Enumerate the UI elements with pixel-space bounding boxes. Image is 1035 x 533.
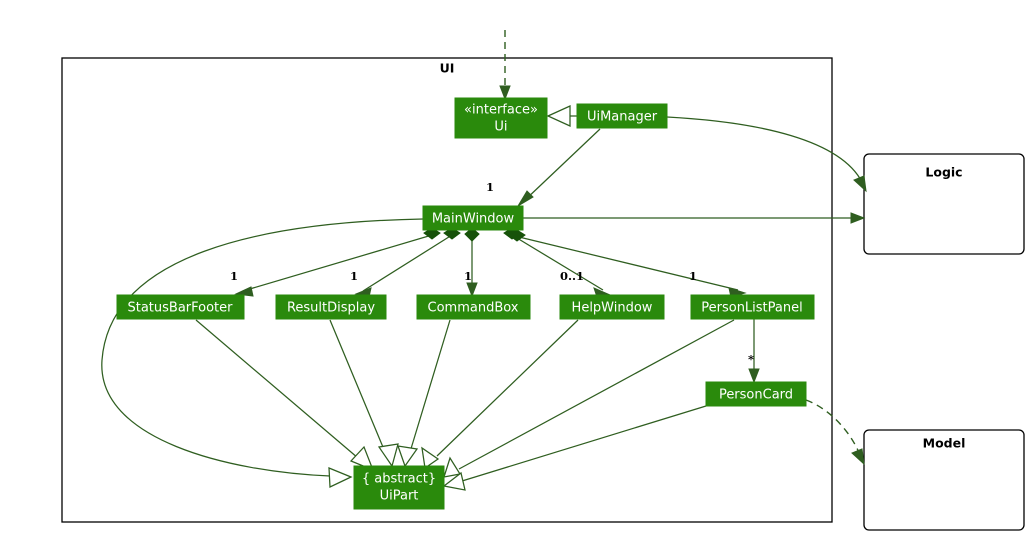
edge-external-to-ui-interface	[499, 30, 511, 101]
multiplicity-personcard: *	[748, 352, 754, 366]
class-helpwindow-rect[interactable]	[559, 294, 665, 320]
class-uipart-name: UiPart	[380, 489, 419, 504]
edge-mainwindow-extends-uipart	[101, 218, 424, 488]
edge-realization-triangle	[546, 105, 571, 127]
edge-uimanager-logic-arrowhead	[853, 175, 867, 193]
class-personcard-name: PersonCard	[719, 388, 793, 403]
edge-pc-model-line	[805, 399, 861, 456]
edge-cb-uipart-line	[409, 319, 451, 453]
class-ui-interface-rect[interactable]	[454, 97, 548, 139]
edge-mainwindow-logic-arrowhead	[850, 212, 866, 224]
edge-uimanager-realizes-ui	[546, 105, 577, 127]
edge-pc-uipart-line	[461, 405, 707, 482]
class-ui-interface-stereotype: «interface»	[464, 103, 538, 118]
multiplicity-statusbarfooter: 1	[230, 269, 238, 283]
edge-rd-uipart-line	[329, 319, 386, 453]
edge-mw-rd-diamond	[443, 227, 461, 240]
edge-personlistpanel-extends-uipart	[443, 319, 735, 478]
class-personlistpanel-name: PersonListPanel	[701, 301, 802, 316]
edge-uimanager-logic-line	[666, 116, 863, 183]
class-ui-interface[interactable]: «interface» Ui	[454, 97, 548, 139]
edge-personlistpanel-to-personcard	[748, 319, 760, 384]
class-uimanager-rect[interactable]	[576, 103, 668, 129]
class-personlistpanel[interactable]: PersonListPanel	[690, 294, 815, 320]
edge-mainwindow-to-logic	[523, 212, 866, 224]
class-resultdisplay[interactable]: ResultDisplay	[275, 294, 387, 320]
class-resultdisplay-rect[interactable]	[275, 294, 387, 320]
edge-mw-plp-diamond	[508, 229, 526, 242]
edge-rd-uipart-triangle	[377, 443, 399, 468]
class-personcard[interactable]: PersonCard	[705, 381, 807, 407]
edge-plp-uipart-triangle	[443, 456, 462, 478]
edge-statusbarfooter-extends-uipart	[195, 319, 375, 472]
edge-mainwindow-to-personlistpanel	[508, 229, 747, 298]
class-commandbox-rect[interactable]	[416, 294, 531, 320]
edge-personcard-extends-uipart	[442, 405, 707, 491]
edge-uimanager-mainwindow-line	[523, 128, 601, 202]
class-statusbarfooter[interactable]: StatusBarFooter	[116, 294, 245, 320]
class-uipart-rect[interactable]	[353, 465, 445, 510]
edge-sbf-uipart-line	[195, 319, 359, 459]
edge-cb-uipart-triangle	[397, 445, 419, 468]
class-uimanager[interactable]: UiManager	[576, 103, 668, 129]
multiplicity-helpwindow: 0..1	[560, 269, 584, 283]
edge-external-to-ui-arrowhead	[499, 85, 511, 101]
class-commandbox[interactable]: CommandBox	[416, 294, 531, 320]
class-personlistpanel-rect[interactable]	[690, 294, 815, 320]
edge-mw-hw-line	[511, 234, 604, 291]
multiplicity-uimanager-mainwindow: 1	[486, 180, 494, 194]
edge-uimanager-mainwindow-arrowhead	[517, 190, 534, 207]
multiplicity-personlistpanel: 1	[689, 269, 697, 283]
edge-mw-plp-line	[518, 236, 739, 291]
edge-pc-uipart-triangle	[442, 471, 466, 491]
package-model-label: Model	[923, 436, 966, 451]
package-logic: Logic	[863, 153, 1025, 255]
class-personcard-rect[interactable]	[705, 381, 807, 407]
package-model: Model	[863, 429, 1025, 531]
class-statusbarfooter-rect[interactable]	[116, 294, 245, 320]
edge-resultdisplay-extends-uipart	[329, 319, 399, 468]
edge-hw-uipart-line	[436, 319, 579, 457]
edge-mw-uipart-line	[101, 218, 424, 477]
edge-hw-uipart-triangle	[421, 446, 440, 470]
edge-uimanager-to-mainwindow	[517, 128, 601, 207]
edge-mw-cb-arrowhead	[466, 282, 478, 298]
class-mainwindow-rect[interactable]	[422, 205, 524, 231]
edge-mw-cb-diamond	[464, 227, 480, 242]
package-ui-border	[61, 57, 833, 523]
class-ui-interface-name: Ui	[494, 120, 507, 135]
class-mainwindow-name: MainWindow	[432, 212, 515, 227]
edge-plp-uipart-line	[458, 319, 735, 470]
edge-pc-model-arrowhead	[851, 448, 865, 466]
class-commandbox-name: CommandBox	[428, 301, 519, 316]
edge-mw-uipart-triangle	[328, 467, 353, 488]
class-helpwindow-name: HelpWindow	[572, 301, 653, 316]
edge-mainwindow-to-commandbox	[464, 227, 480, 298]
multiplicity-commandbox: 1	[464, 269, 472, 283]
package-model-border	[863, 429, 1025, 531]
edge-mw-rd-line	[362, 234, 453, 292]
class-statusbarfooter-name: StatusBarFooter	[127, 301, 233, 316]
class-uipart[interactable]: { abstract} UiPart	[353, 465, 445, 510]
class-uimanager-name: UiManager	[587, 110, 658, 125]
multiplicity-resultdisplay: 1	[350, 269, 358, 283]
class-helpwindow[interactable]: HelpWindow	[559, 294, 665, 320]
edge-mainwindow-to-resultdisplay	[354, 227, 461, 298]
package-logic-label: Logic	[925, 165, 962, 180]
class-resultdisplay-name: ResultDisplay	[287, 301, 375, 316]
package-logic-border	[863, 153, 1025, 255]
edge-helpwindow-extends-uipart	[421, 319, 579, 470]
edge-mw-sbf-diamond	[423, 227, 441, 240]
class-mainwindow[interactable]: MainWindow	[422, 205, 524, 231]
package-ui-label: UI	[440, 61, 455, 76]
edge-mw-sbf-line	[242, 234, 433, 292]
edge-personcard-to-model	[805, 399, 865, 466]
package-ui: UI	[61, 57, 833, 523]
edge-plp-pc-arrowhead	[748, 368, 760, 384]
edge-uimanager-to-logic	[666, 116, 867, 193]
edge-commandbox-extends-uipart	[397, 319, 451, 468]
class-uipart-abstract-marker: { abstract}	[362, 472, 436, 487]
